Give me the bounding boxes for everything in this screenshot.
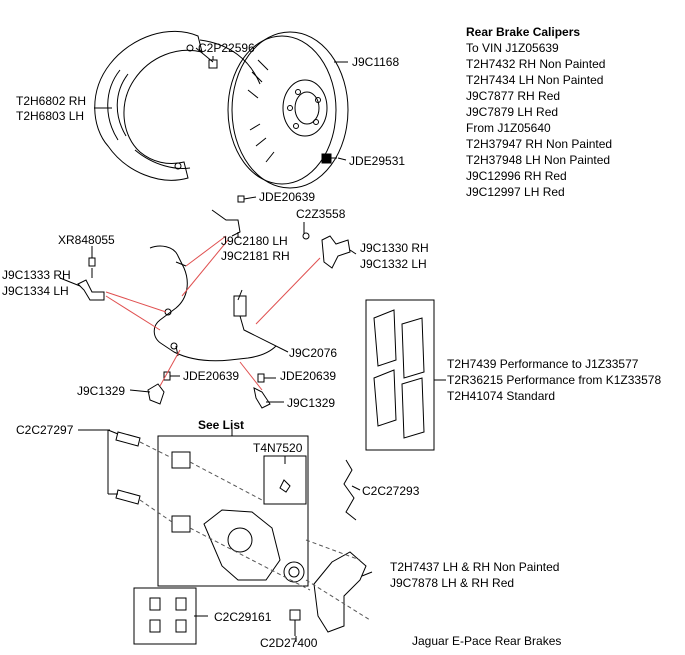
assembly-centrelines <box>139 441 371 621</box>
part-label-j9c1329-left: J9C1329 <box>77 384 126 398</box>
shield-screw <box>208 56 218 69</box>
part-label-c2c27297: C2C27297 <box>16 423 74 437</box>
brake-pads-box <box>365 299 435 451</box>
pads-line: T2R36215 Performance from K1Z33578 <box>447 373 662 387</box>
part-label-j9c1332: J9C1332 LH <box>360 257 427 271</box>
guide-pin-boots <box>149 597 187 633</box>
carrier-bolt <box>289 609 301 636</box>
red-leader-lines <box>105 235 321 391</box>
calipers-line: T2H7432 RH Non Painted <box>466 57 606 71</box>
diagram-caption: Jaguar E-Pace Rear Brakes <box>412 634 562 648</box>
calipers-list: Rear Brake Calipers To VIN J1Z05639 T2H7… <box>466 24 612 200</box>
see-list-label: See List <box>198 418 245 432</box>
brake-pads-list: T2H7439 Performance to J1Z33577 T2R36215… <box>447 356 661 404</box>
calipers-line: J9C12996 RH Red <box>466 169 567 183</box>
part-label-j9c7878: J9C7878 LH & RH Red <box>390 576 515 590</box>
part-label-j9c2180: J9C2180 LH <box>221 234 288 248</box>
calipers-line: T2H37947 RH Non Painted <box>466 137 613 151</box>
part-label-j9c2076: J9C2076 <box>289 346 338 360</box>
cable-clip-right <box>253 373 271 409</box>
brake-pad-set <box>373 309 425 439</box>
part-label-jde20639-mid: JDE20639 <box>183 369 240 383</box>
part-label-t2h7437: T2H7437 LH & RH Non Painted <box>390 560 560 574</box>
wheel-speed-sensor <box>233 289 253 335</box>
caliper-kit-box <box>157 435 309 587</box>
part-label-jde20639-top: JDE20639 <box>259 190 316 204</box>
abs-sensor-cable <box>149 245 277 362</box>
calipers-line: From J1Z05640 <box>466 121 551 135</box>
part-label-c2c27293: C2C27293 <box>362 484 420 498</box>
calipers-line: T2H37948 LH Non Painted <box>466 153 611 167</box>
calipers-line: T2H7434 LH Non Painted <box>466 73 604 87</box>
brake-disc <box>227 31 349 189</box>
part-label-c2p22596: C2P22596 <box>198 41 255 55</box>
part-label-t4n7520: T4N7520 <box>253 441 303 455</box>
part-label-j9c2181: J9C2181 RH <box>221 249 290 263</box>
part-label-t2h6803: T2H6803 LH <box>16 109 85 123</box>
calipers-title: Rear Brake Calipers <box>466 25 581 39</box>
leader-lines <box>59 47 446 642</box>
dust-shield <box>94 30 261 181</box>
cable-bracket-upper <box>211 195 245 237</box>
brake-caliper <box>203 509 305 583</box>
sensor-bracket-right <box>302 232 351 269</box>
part-label-jde29531: JDE29531 <box>349 154 406 168</box>
part-label-j9c1334: J9C1334 LH <box>2 284 69 298</box>
part-label-xr848055: XR848055 <box>58 233 115 247</box>
disc-retaining-bolt <box>321 153 337 164</box>
pad-spring-clip <box>343 459 357 521</box>
caliper-carrier-bracket <box>313 551 367 633</box>
calipers-line: J9C12997 LH Red <box>466 185 565 199</box>
calipers-line: To VIN J1Z05639 <box>466 41 559 55</box>
part-label-j9c1329-right: J9C1329 <box>287 396 336 410</box>
part-label-j9c1168: J9C1168 <box>352 55 400 69</box>
pads-line: T2H41074 Standard <box>447 389 556 403</box>
calipers-line: J9C7877 RH Red <box>466 89 561 103</box>
cable-bracket-left <box>77 257 105 301</box>
cable-clip-left <box>147 371 171 405</box>
calipers-line: J9C7879 LH Red <box>466 105 559 119</box>
part-label-c2d27400: C2D27400 <box>260 636 318 650</box>
part-label-j9c1333: J9C1333 RH <box>2 268 71 282</box>
part-label-j9c1330: J9C1330 RH <box>360 241 429 255</box>
part-label-c2c29161: C2C29161 <box>214 610 272 624</box>
bleed-screw <box>279 479 291 493</box>
part-label-c2z3558: C2Z3558 <box>296 207 346 221</box>
guide-pin-kit-box <box>133 587 197 645</box>
guide-pins <box>115 431 191 533</box>
part-label-t2h6802: T2H6802 RH <box>16 94 87 108</box>
part-label-jde20639-right: JDE20639 <box>280 369 337 383</box>
pads-line: T2H7439 Performance to J1Z33577 <box>447 357 639 371</box>
